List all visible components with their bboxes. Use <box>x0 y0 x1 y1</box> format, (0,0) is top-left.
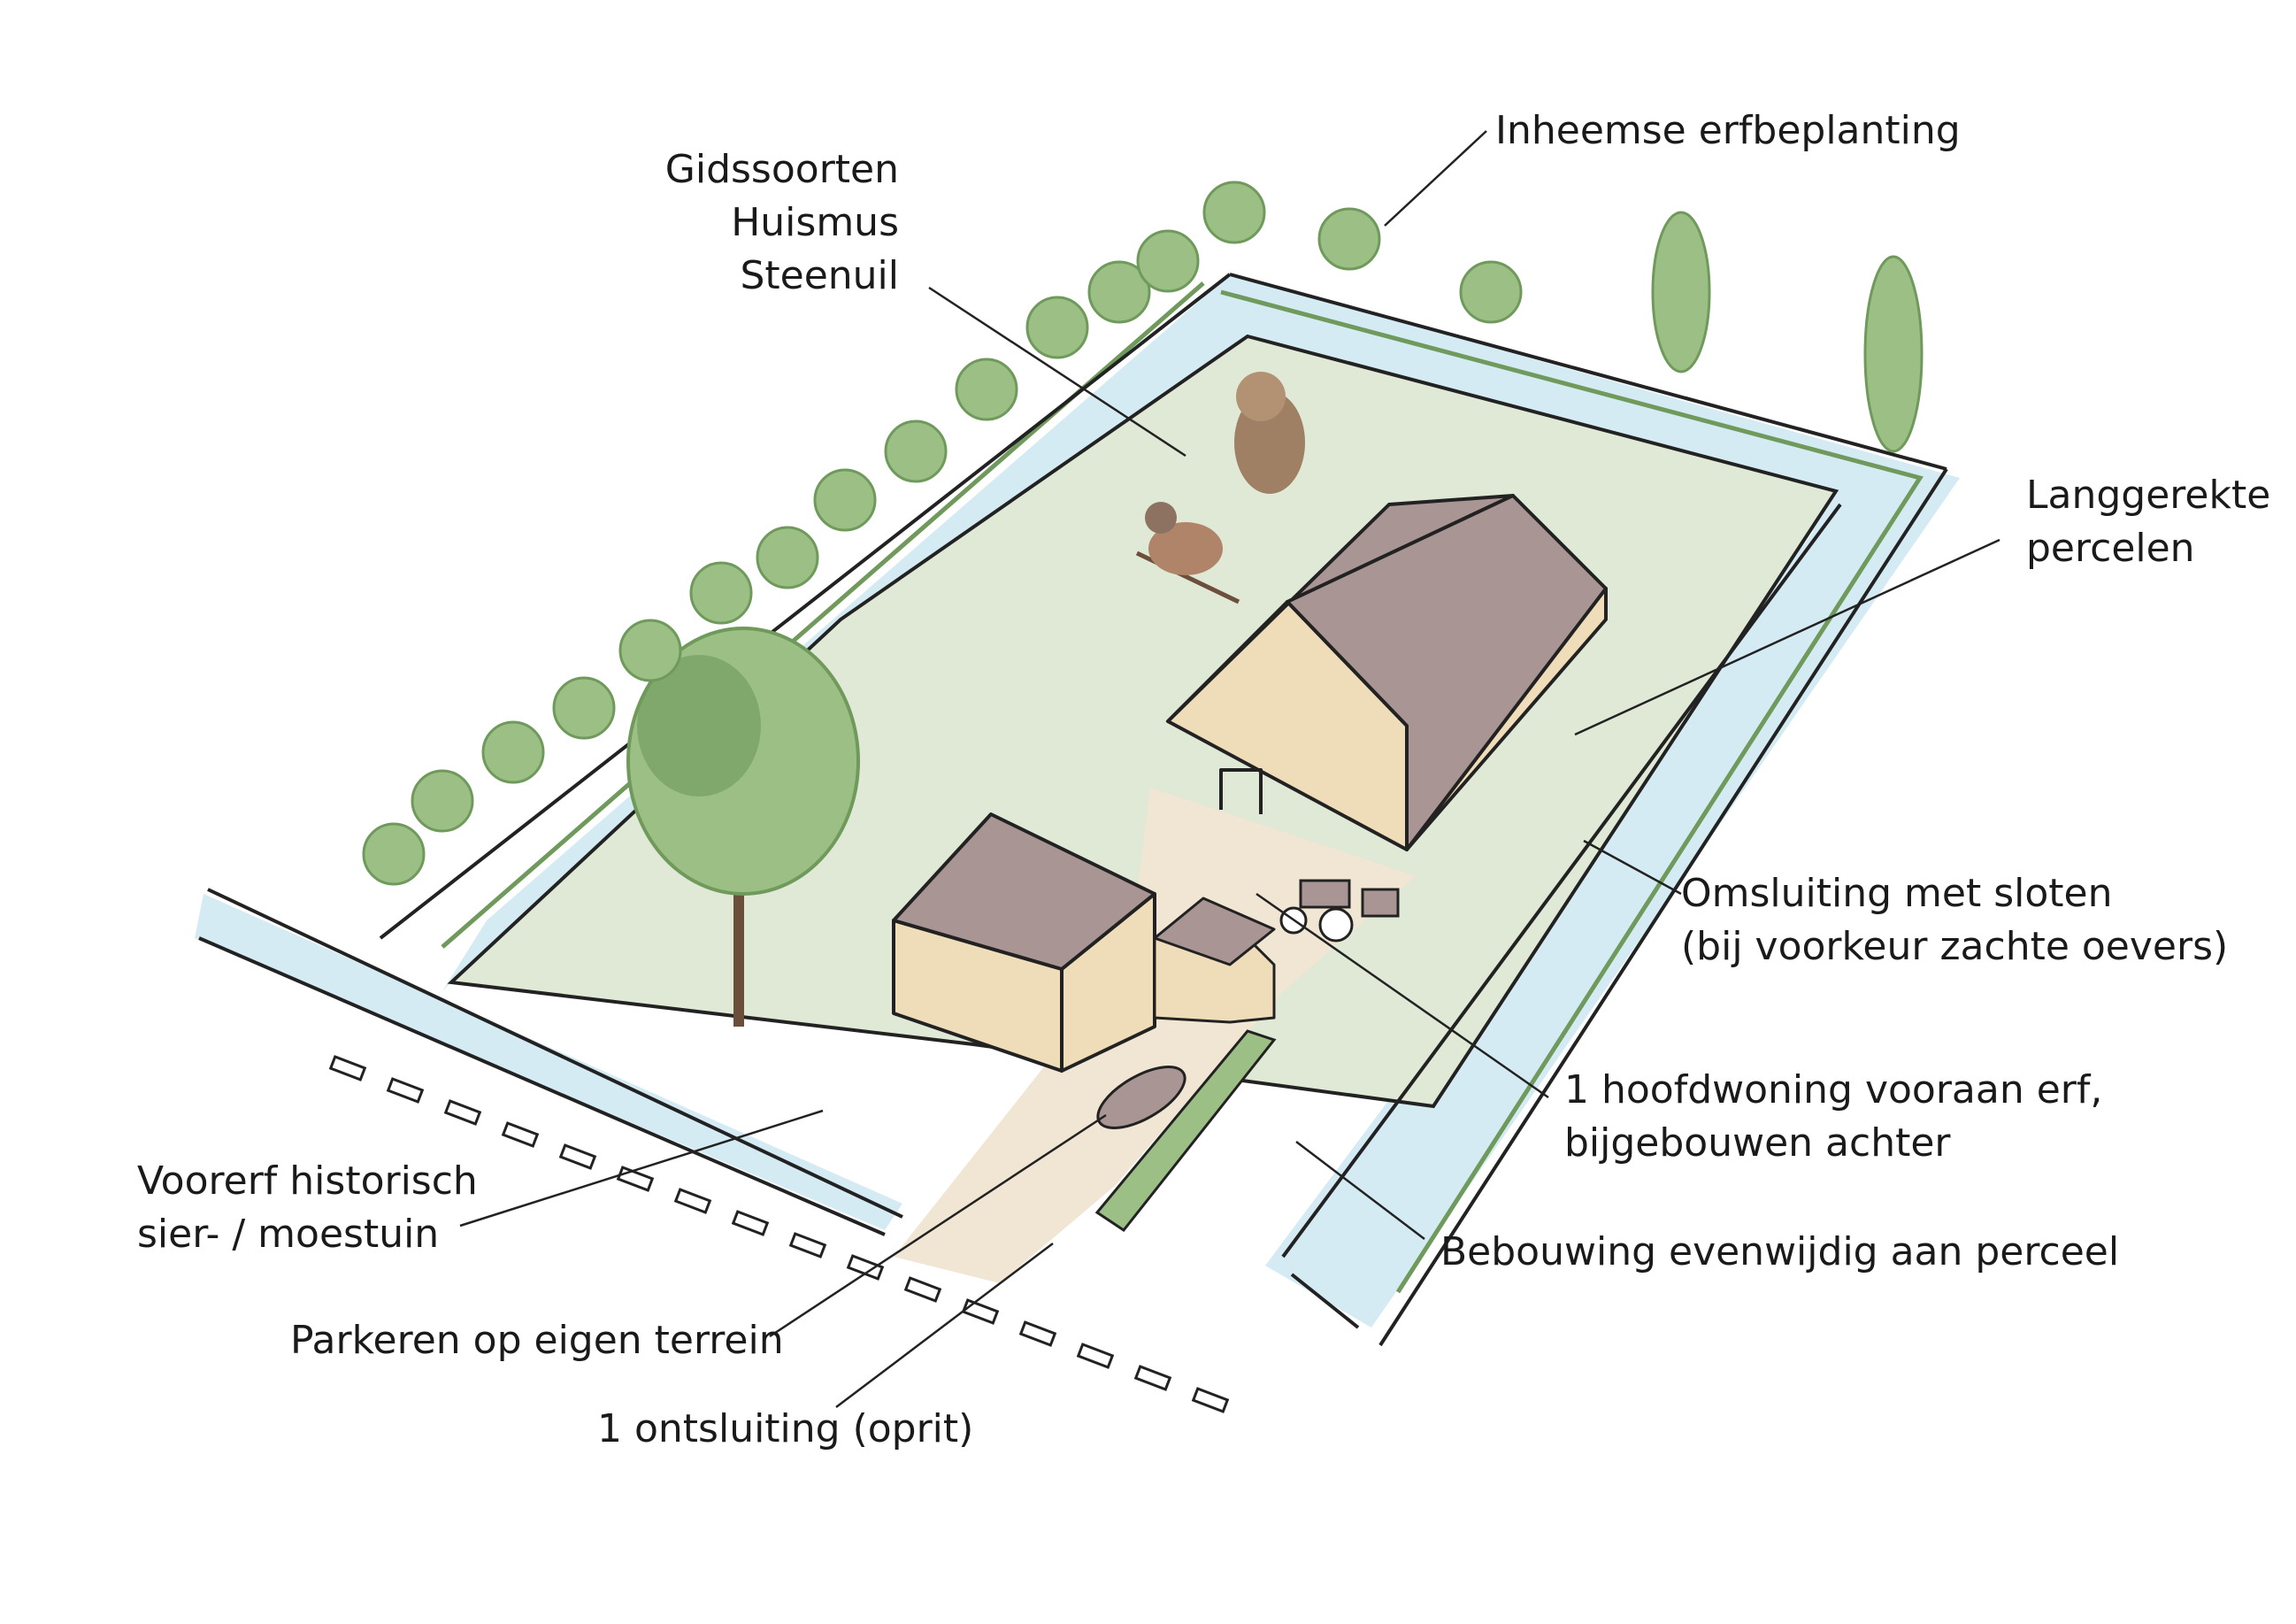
car <box>1096 1066 1186 1129</box>
ditch-lines <box>198 273 1948 1347</box>
tree-row <box>362 181 1924 886</box>
label-gidssoorten: Gidssoorten Huismus Steenuil <box>664 147 899 298</box>
large-tree <box>626 627 860 1027</box>
label-ontsluiting: 1 ontsluiting (oprit) <box>597 1406 974 1451</box>
tractor <box>1279 879 1400 943</box>
ditch-water <box>195 274 1960 1328</box>
label-parkeren: Parkeren op eigen terrein <box>290 1318 784 1363</box>
label-omsluiting: Omsluiting met sloten (bij voorkeur zach… <box>1681 871 2229 969</box>
leader-lines <box>459 130 2000 1408</box>
hedge <box>1094 1029 1277 1233</box>
farmhouse <box>892 812 1276 1073</box>
label-inheemse-erfbeplanting: Inheemse erfbeplanting <box>1495 108 1961 153</box>
label-langgerekte-percelen: Langgerekte percelen <box>2026 473 2271 571</box>
label-voorerf: Voorerf historisch sier- / moestuin <box>137 1158 478 1257</box>
barn <box>1166 494 1608 851</box>
sparrow-icon <box>1135 502 1240 604</box>
label-bebouwing: Bebouwing evenwijdig aan perceel <box>1440 1229 2120 1274</box>
owl-icon <box>1234 372 1305 494</box>
label-hoofdwoning: 1 hoofdwoning vooraan erf, bijgebouwen a… <box>1564 1067 2103 1166</box>
